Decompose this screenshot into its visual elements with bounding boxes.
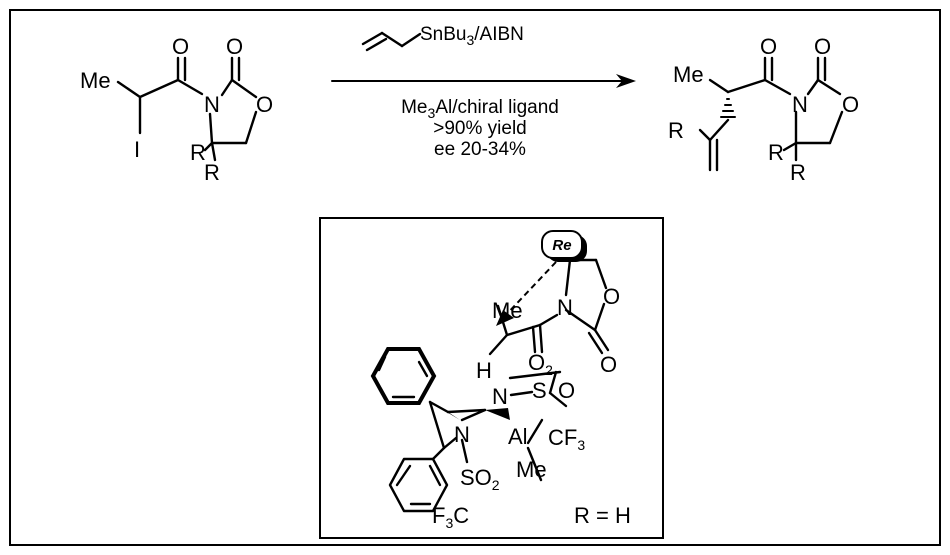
re-label: Re	[552, 237, 571, 254]
product-ring-carbonyl-o-label: O	[814, 34, 831, 59]
model-so2-label: SO2	[460, 465, 500, 493]
product-ring-o-label: O	[842, 92, 859, 117]
re-attack-arrow	[502, 261, 557, 319]
model-frame	[319, 217, 664, 539]
product-r2-label: R	[790, 160, 806, 185]
re-bubble	[541, 230, 583, 259]
model-upper-cf3-label: CF3	[548, 425, 585, 453]
model-lower-n-label: N	[454, 422, 470, 447]
r-equals-h-label: R = H	[574, 503, 631, 528]
reactant-r2-label: R	[204, 160, 220, 185]
reaction-arrow	[331, 74, 636, 88]
model-upper-n-label: N	[492, 384, 508, 409]
reactant-n-label: N	[204, 92, 220, 117]
model-al-me-label: Me	[516, 457, 547, 482]
outer-frame	[9, 9, 941, 546]
product-r1-label: R	[768, 140, 784, 165]
reactant-ring-o-label: O	[256, 92, 273, 117]
model-upper-o-label: O	[558, 378, 575, 403]
transition-state-model: Me H O2 N O O N S O CF3 Al N SO2 Me F3C …	[370, 258, 631, 531]
model-upper-s-label: S	[532, 378, 547, 403]
reactant-ring-carbonyl-o-label: O	[226, 34, 243, 59]
product-carbonyl-o-label: O	[760, 34, 777, 59]
allyl-stannane-reagent: SnBu3/AIBN	[361, 24, 524, 52]
reactant-carbonyl-o-label: O	[172, 34, 189, 59]
model-o2-label: O2	[528, 350, 553, 378]
reactant-r1-label: R	[190, 140, 206, 165]
product-structure: Me O O N O R R R	[668, 34, 859, 185]
model-oxazolidinone-ring-o-label: O	[603, 284, 620, 309]
model-f3c-label: F3C	[432, 503, 469, 531]
product-me-label: Me	[673, 62, 704, 87]
model-oxazolidinone-carbonyl-o-label: O	[600, 352, 617, 377]
reactant-structure: Me I O O N O R R	[80, 34, 273, 185]
product-alkene-r-label: R	[668, 118, 684, 143]
product-n-label: N	[792, 92, 808, 117]
condition-line-2: >90% yield	[433, 118, 526, 139]
reagent-snbu3-label: SnBu3/AIBN	[420, 24, 524, 48]
model-h-label: H	[476, 358, 492, 383]
model-al-label: Al	[508, 424, 528, 449]
reactant-iodo-label: I	[134, 137, 140, 162]
condition-line-3: ee 20-34%	[434, 139, 526, 160]
reactant-me-label: Me	[80, 68, 111, 93]
model-me-label: Me	[492, 298, 523, 323]
model-oxazolidinone-n-label: N	[557, 295, 573, 320]
re-face-attack: Re	[496, 230, 587, 326]
condition-line-1: Me3Al/chiral ligand	[401, 97, 559, 121]
